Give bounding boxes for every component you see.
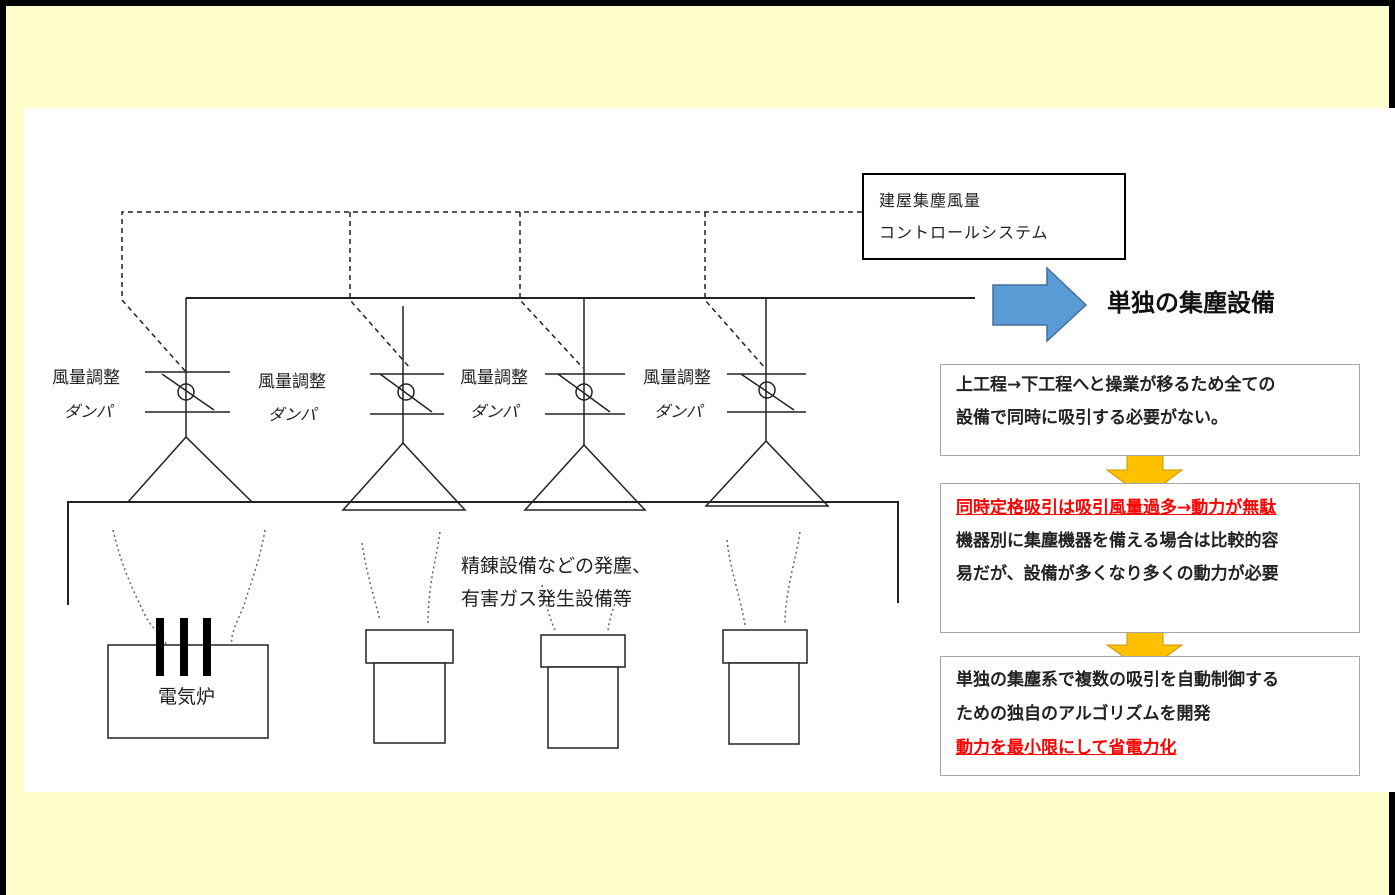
hood-frame-line [67, 501, 899, 605]
box3-line3: 動力を最小限にして省電力化 [956, 738, 1177, 758]
damper-label-1-line1: 風量調整 [52, 368, 120, 388]
box3-line2: ための独自のアルゴリズムを開発 [956, 704, 1211, 724]
damper-label-4-line2: ダンパ [654, 402, 705, 421]
damper-label-3-line1: 風量調整 [460, 368, 528, 388]
damper-label-2-line2: ダンパ [268, 405, 319, 424]
control-signal-lines [121, 211, 862, 373]
box1-line1: 上工程→下工程へと操業が移るため全ての [956, 375, 1276, 395]
control-system-line1: 建屋集塵風量 [879, 191, 982, 210]
box2-line2: 機器別に集塵機器を備える場合は比較的容 [956, 531, 1279, 551]
explanation-box-2: 同時定格吸引は吸引風量過多→動力が無駄 機器別に集塵機器を備える場合は比較的容 … [940, 483, 1360, 633]
electric-furnace [107, 618, 269, 739]
damper-unit-2 [341, 306, 467, 511]
damper-unit-4 [704, 298, 830, 507]
control-system-line2: コントロールシステム [879, 223, 1049, 242]
explanation-box-3: 単独の集塵系で複数の吸引を自動制御する ための独自のアルゴリズムを開発 動力を最… [940, 656, 1360, 776]
damper-unit-1 [126, 298, 254, 503]
box2-line1: 同時定格吸引は吸引風量過多→動力が無駄 [956, 498, 1277, 518]
explanation-box-1: 上工程→下工程へと操業が移るため全ての 設備で同時に吸引する必要がない。 [940, 364, 1360, 456]
damper-unit-3 [523, 298, 647, 511]
furnace-label: 電気炉 [158, 686, 215, 708]
equipment-label-line1: 精錬設備などの発塵、 [461, 555, 651, 577]
damper-label-1-line2: ダンパ [64, 402, 115, 421]
single-collector-arrow-icon [992, 266, 1088, 343]
control-system-box: 建屋集塵風量 コントロールシステム [862, 173, 1126, 260]
single-collector-label: 単独の集塵設備 [1107, 289, 1275, 317]
equipment-label-line2: 有害ガス発生設備等 [461, 588, 632, 610]
fume-lines [112, 529, 801, 651]
box1-line2: 設備で同時に吸引する必要がない。 [956, 408, 1228, 428]
box2-line3: 易だが、設備が多くなり多くの動力が必要 [956, 564, 1279, 584]
box3-line1: 単独の集塵系で複数の吸引を自動制御する [956, 670, 1279, 690]
equipment-vessels [365, 629, 808, 749]
damper-label-3-line2: ダンパ [470, 402, 521, 421]
damper-label-2-line1: 風量調整 [258, 372, 326, 392]
damper-label-4-line1: 風量調整 [643, 368, 711, 388]
